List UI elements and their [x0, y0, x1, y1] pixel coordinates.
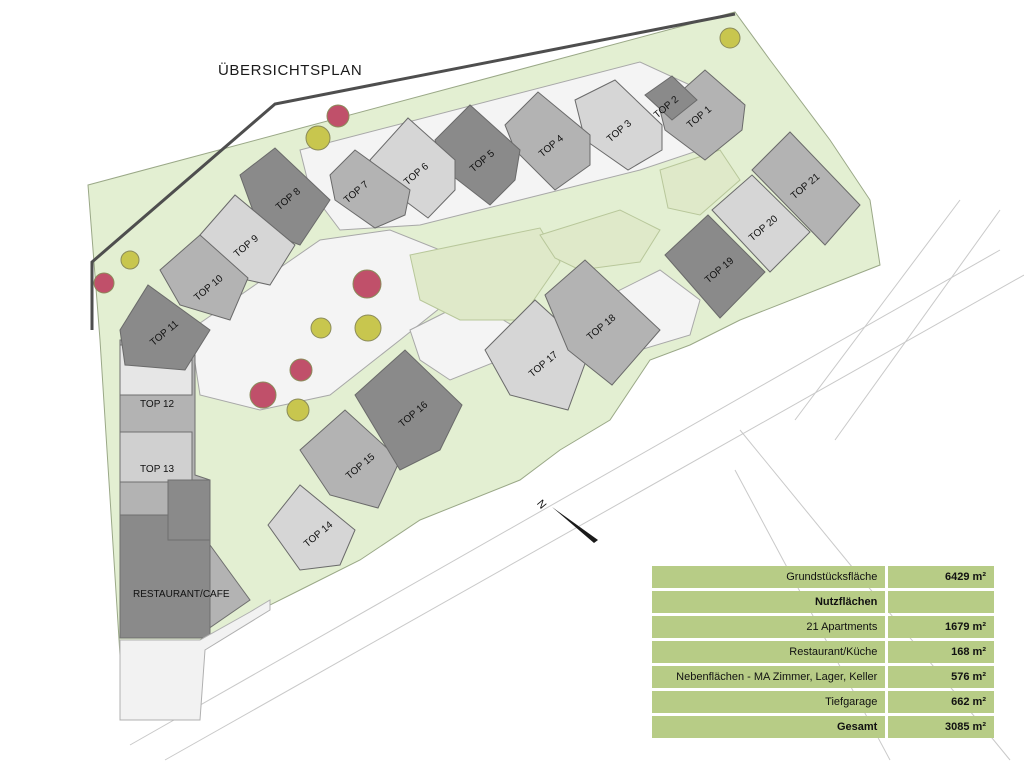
table-cell-value: 662 m²	[885, 691, 994, 713]
north-arrow-needle	[552, 507, 598, 543]
unit-top-21	[751, 131, 861, 246]
unit-top-15	[299, 409, 401, 509]
tree	[286, 398, 310, 422]
unit-top-7	[329, 149, 411, 229]
table-row: Tiefgarage 662 m²	[652, 691, 994, 713]
table-cell-value: 3085 m²	[885, 716, 994, 738]
page-title: ÜBERSICHTSPLAN	[218, 62, 363, 79]
tree	[326, 104, 350, 128]
restaurant-wing	[119, 339, 271, 721]
tree	[305, 125, 331, 151]
tree	[249, 381, 277, 409]
table-cell-label: Nutzflächen	[652, 591, 886, 613]
area-table: Grundstücksfläche 6429 m² Nutzflächen 21…	[652, 563, 994, 741]
tree	[310, 317, 332, 339]
trees	[93, 27, 741, 422]
boundary-wall	[90, 12, 736, 330]
unit-top-2	[644, 75, 698, 121]
unit-top-20	[711, 174, 811, 273]
unit-label-top-12: TOP 12	[140, 399, 175, 410]
unit-top-14	[267, 484, 356, 571]
north-label: N	[534, 498, 548, 512]
table-cell-value	[885, 591, 994, 613]
table-cell-label: Tiefgarage	[652, 691, 886, 713]
unit-label-top-13: TOP 13	[140, 464, 175, 475]
table-row: Restaurant/Küche 168 m²	[652, 641, 994, 663]
tree	[354, 314, 382, 342]
table-cell-value: 168 m²	[885, 641, 994, 663]
table-cell-label: Nebenflächen - MA Zimmer, Lager, Keller	[652, 666, 886, 688]
north-arrow: N	[534, 498, 598, 543]
unit-top-16	[354, 349, 463, 471]
table-cell-label: Restaurant/Küche	[652, 641, 886, 663]
planting-beds	[409, 149, 741, 321]
tree	[352, 269, 382, 299]
table-cell-value: 1679 m²	[885, 616, 994, 638]
unit-top-19	[664, 214, 766, 319]
table-cell-label: Gesamt	[652, 716, 886, 738]
table-cell-label: Grundstücksfläche	[652, 566, 886, 588]
unit-label-restaurant: RESTAURANT/CAFE	[133, 589, 230, 600]
unit-top-18	[544, 259, 661, 386]
unit-top-10	[159, 234, 249, 321]
tree	[93, 272, 115, 294]
table-cell-label: 21 Apartments	[652, 616, 886, 638]
unit-top-11	[119, 284, 211, 371]
apartment-units	[119, 69, 861, 571]
tree	[120, 250, 140, 270]
table-cell-value: 576 m²	[885, 666, 994, 688]
table-row: Grundstücksfläche 6429 m²	[652, 566, 994, 588]
table-row: 21 Apartments 1679 m²	[652, 616, 994, 638]
table-cell-value: 6429 m²	[885, 566, 994, 588]
table-row: Gesamt 3085 m²	[652, 716, 994, 738]
table-row: Nebenflächen - MA Zimmer, Lager, Keller …	[652, 666, 994, 688]
table-row: Nutzflächen	[652, 591, 994, 613]
tree	[289, 358, 313, 382]
tree	[719, 27, 741, 49]
